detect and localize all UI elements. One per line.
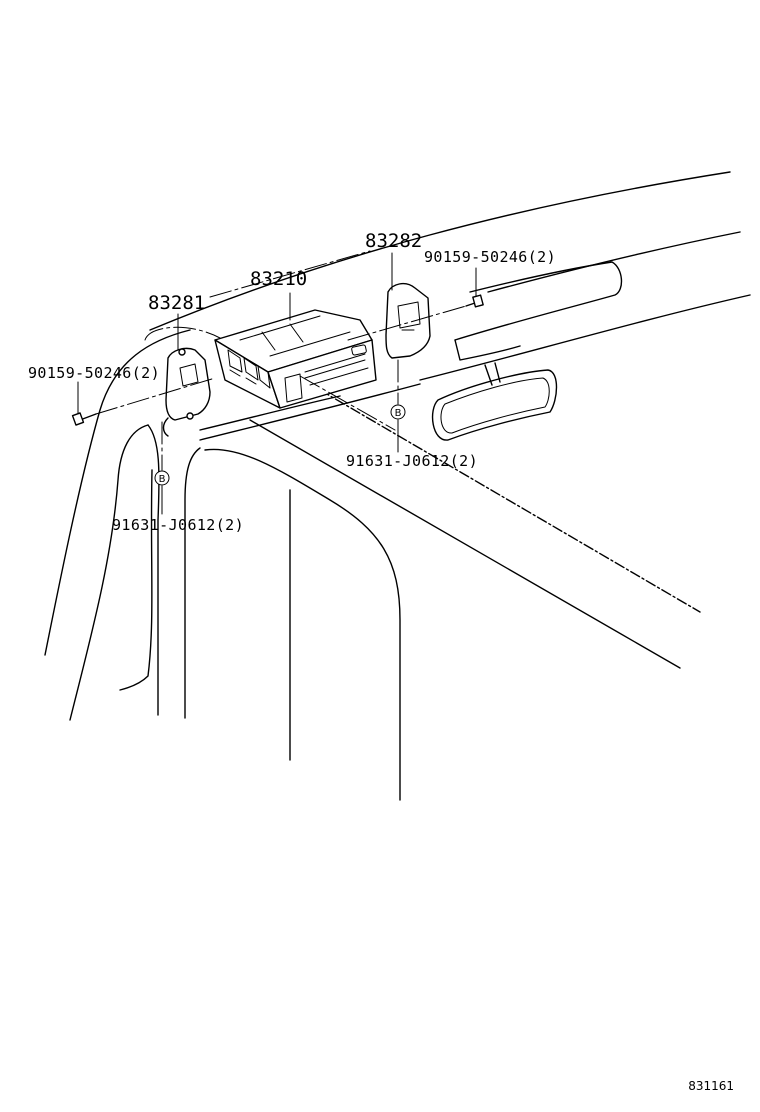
screw-left bbox=[71, 412, 97, 426]
drawing-code: 831161 bbox=[688, 1079, 734, 1093]
roof-outline bbox=[149, 171, 751, 381]
windshield-header bbox=[199, 383, 421, 441]
label-83210: 83210 bbox=[250, 268, 307, 290]
callout-b-right: B bbox=[390, 404, 406, 420]
rear-view-mirror bbox=[431, 362, 558, 441]
label-83281: 83281 bbox=[148, 292, 205, 314]
interior-lines bbox=[249, 389, 701, 669]
callout-b-left: B bbox=[154, 470, 170, 486]
screw-top-right bbox=[465, 294, 484, 308]
leader-lines bbox=[77, 250, 477, 515]
label-83282: 83282 bbox=[365, 230, 422, 252]
sun-visor bbox=[454, 261, 623, 361]
label-bolt-left: 90159-50246(2) bbox=[28, 364, 160, 382]
bracket-83282 bbox=[385, 282, 431, 359]
label-bolt-top-right: 90159-50246(2) bbox=[424, 248, 556, 266]
label-clip-right: 91631-J0612(2) bbox=[346, 452, 478, 470]
callout-b-right-letter: B bbox=[395, 408, 402, 419]
main-unit-83210 bbox=[214, 309, 377, 409]
callout-b-left-letter: B bbox=[159, 474, 166, 485]
bracket-83281 bbox=[162, 347, 211, 437]
a-pillar-outline bbox=[44, 329, 401, 801]
label-clip-left: 91631-J0612(2) bbox=[112, 516, 244, 534]
